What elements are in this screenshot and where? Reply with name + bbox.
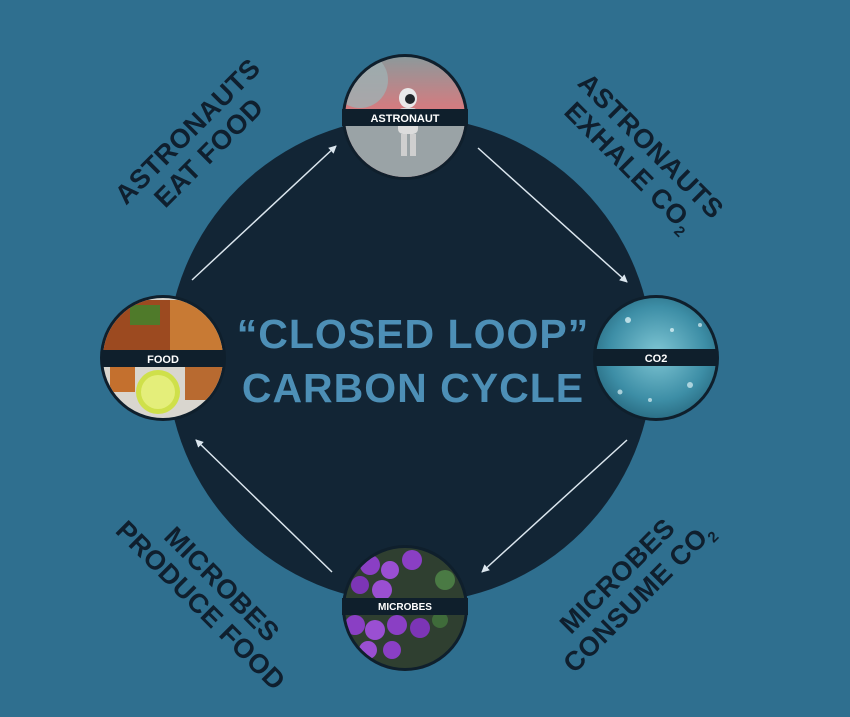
- node-food: FOOD: [100, 295, 226, 421]
- node-label-astronaut: ASTRONAUT: [370, 113, 439, 125]
- node-label-microbes: MICROBES: [378, 602, 432, 613]
- arrow-microbes-to-food: [195, 439, 333, 573]
- arrow-food-to-astronaut: [191, 145, 337, 281]
- title-line-1: “CLOSED LOOP”: [237, 311, 589, 357]
- node-microbes: MICROBES: [342, 545, 468, 671]
- arrow-co2-to-microbes: [481, 439, 628, 573]
- central-circle: [167, 117, 653, 603]
- node-co2: CO2: [593, 295, 719, 421]
- node-label-co2: CO2: [645, 353, 668, 365]
- arrow-astronaut-to-co2: [477, 147, 628, 283]
- title-line-2: CARBON CYCLE: [242, 365, 584, 411]
- node-label-food: FOOD: [147, 354, 179, 366]
